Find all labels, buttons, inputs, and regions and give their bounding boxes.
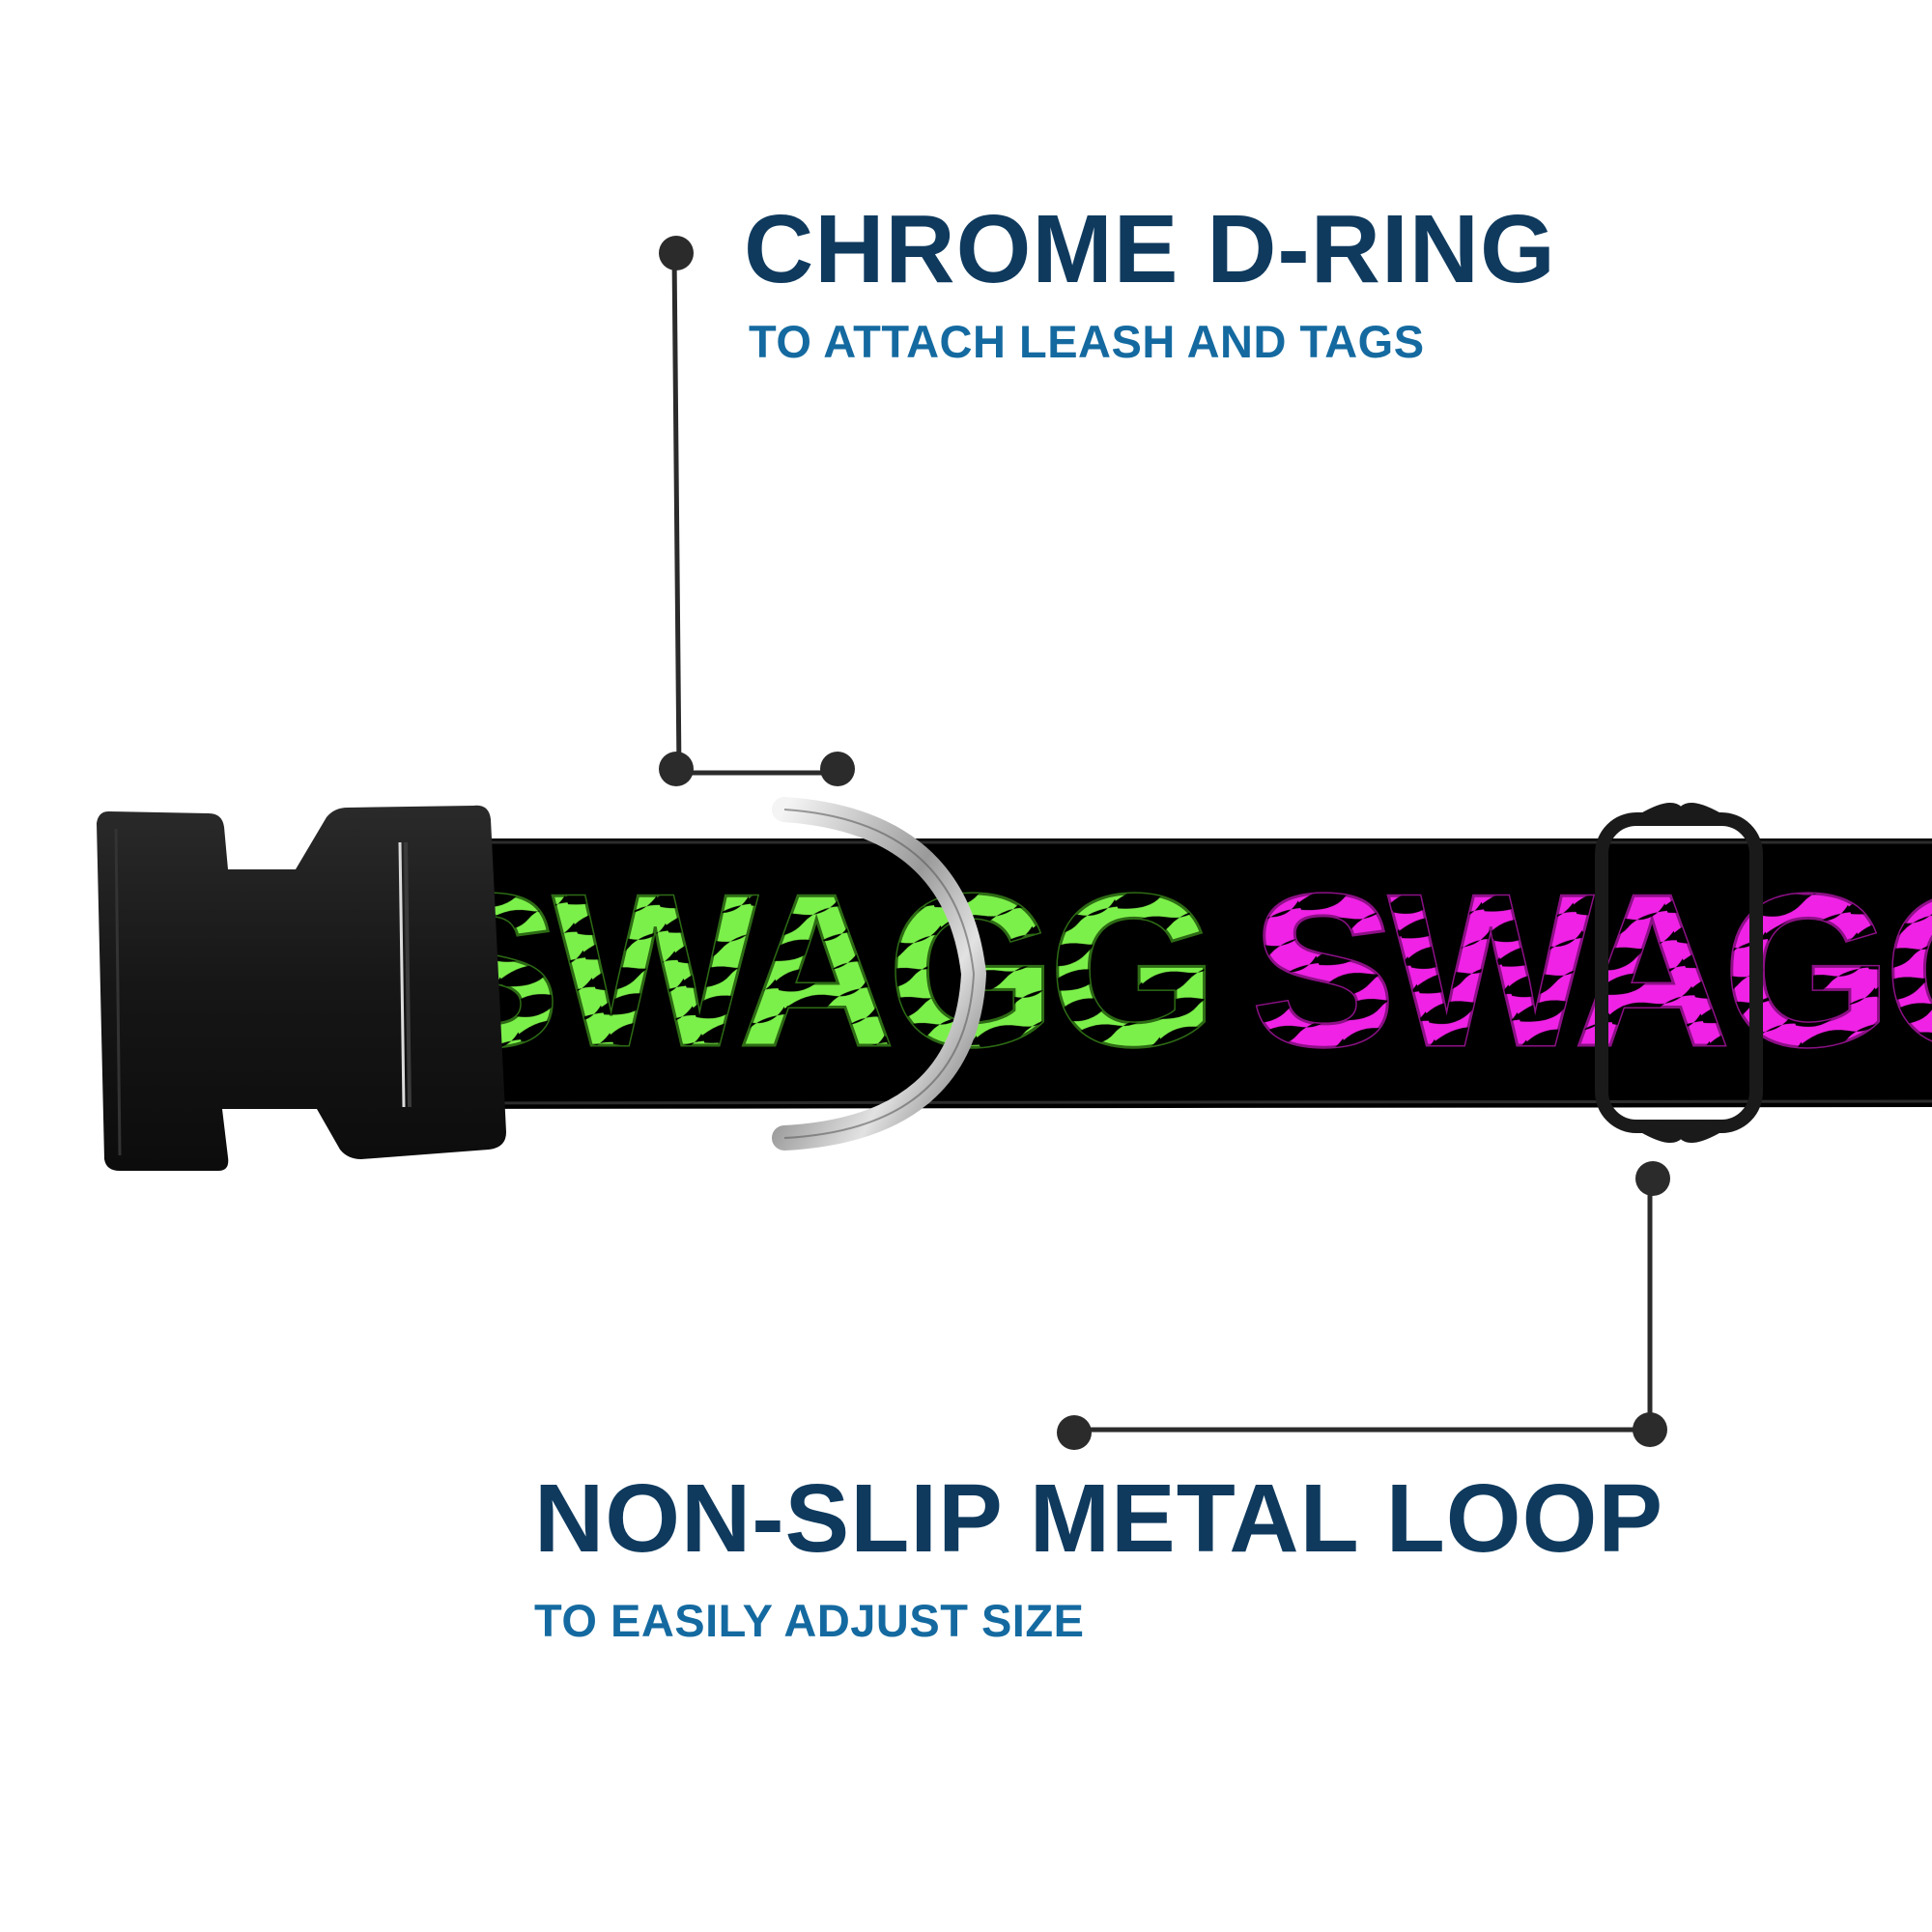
leader-dot [1633, 1412, 1667, 1447]
loop-feature-subtitle: TO EASILY ADJUST SIZE [534, 1595, 1085, 1646]
leader-dot [820, 752, 855, 786]
d-ring-leader-line [659, 236, 855, 786]
loop-feature-title: NON-SLIP METAL LOOP [534, 1464, 1664, 1573]
svg-text:SWAGG: SWAGG [415, 848, 1210, 1092]
side-release-buckle [97, 805, 506, 1171]
loop-leader-line [1057, 1161, 1670, 1450]
collar-strap: SWAGG SWAGG SWAGG SWAGG [405, 838, 1932, 1109]
adjuster-loop [1595, 803, 1763, 1143]
leader-dot [1057, 1415, 1092, 1450]
svg-text:SWAGG: SWAGG [415, 848, 1210, 1092]
leader-dot [1635, 1161, 1670, 1196]
svg-text:SWAGG: SWAGG [1251, 848, 1932, 1092]
d-ring-feature-title: CHROME D-RING [744, 195, 1556, 303]
leader-dot [659, 236, 694, 270]
strap-print-pink: SWAGG SWAGG [1250, 847, 1932, 1094]
strap-print-green: SWAGG SWAGG [414, 847, 1220, 1094]
leader-dot [659, 752, 694, 786]
d-ring-feature-subtitle: TO ATTACH LEASH AND TAGS [749, 316, 1425, 367]
svg-text:SWAGG: SWAGG [1251, 848, 1932, 1092]
d-ring [764, 797, 987, 1151]
